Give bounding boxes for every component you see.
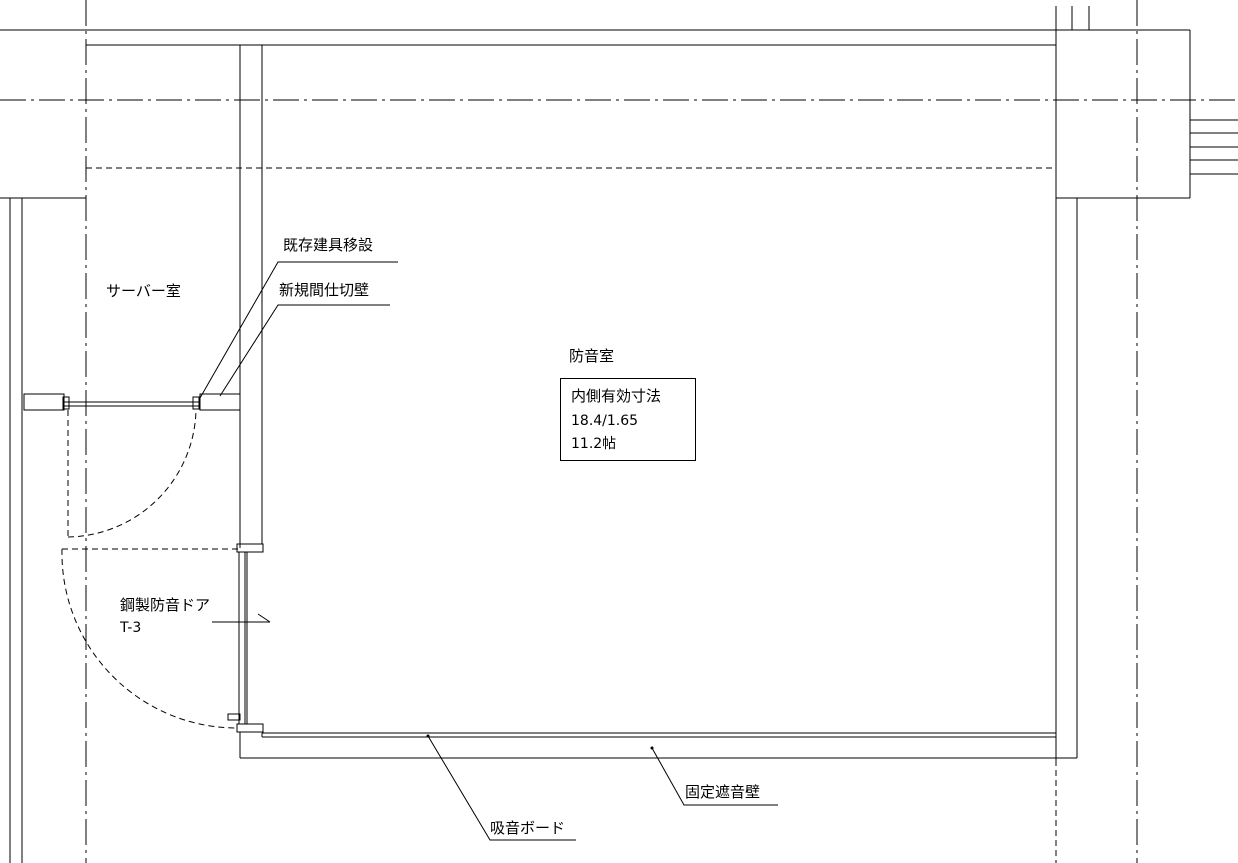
leader-lines [199,261,778,841]
dimension-tatami: 11.2帖 [571,436,617,452]
callout-fixed-soundproof-wall: 固定遮音壁 [685,783,761,801]
top-beam [0,29,1190,199]
leader-dot-board [426,734,430,738]
leader-new-partition [219,304,390,397]
leader-dot-wall [650,746,654,750]
leader-existing-fixture [199,261,398,399]
dimension-title: 内側有効寸法 [571,387,662,405]
leader-fixed-soundproof-wall [651,747,778,806]
hidden-lines [62,167,1057,863]
steel-door [227,543,264,733]
door-swing-arc-upper [67,409,197,538]
callout-existing-fixture: 既存建具移設 [283,236,374,254]
leader-sound-absorbing-board [427,735,576,841]
callout-sound-absorbing-board: 吸音ボード [490,819,566,837]
room-dimension-box: 内側有効寸法 18.4/1.65 11.2帖 [560,378,696,461]
partition-wall [239,45,263,548]
room-label-soundproof: 防音室 [569,347,615,365]
right-column [1055,6,1238,760]
bottom-walls [239,732,1077,759]
door-leader-tick [257,613,271,623]
door-swing-arc-lower [61,548,238,729]
existing-fixture [23,393,241,411]
callout-steel-door-name: 鋼製防音ドア [120,596,211,614]
room-label-server: サーバー室 [106,282,181,300]
dimension-value: 18.4/1.65 [571,413,639,429]
left-outer-wall [9,198,23,863]
callout-new-partition: 新規間仕切壁 [279,281,370,299]
callout-steel-door-code: T-3 [120,620,142,636]
